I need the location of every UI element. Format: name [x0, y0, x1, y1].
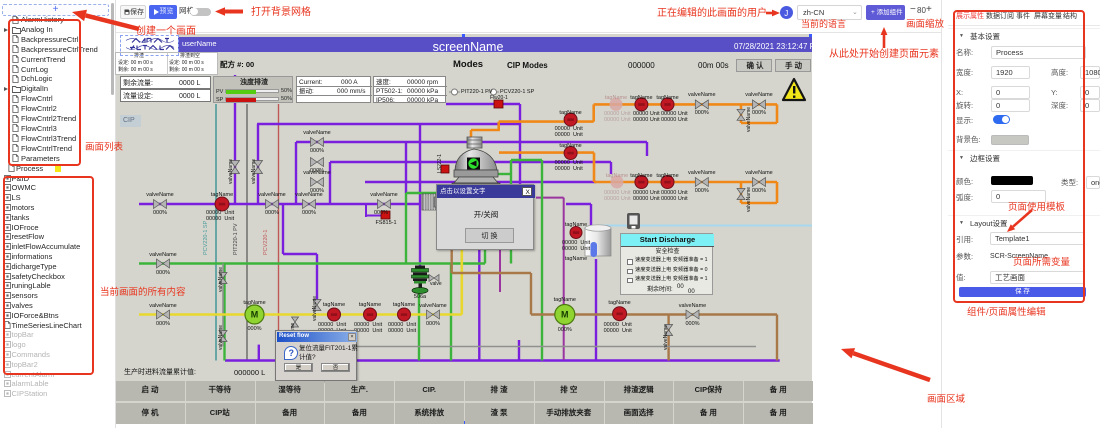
- svg-text:M: M: [251, 310, 259, 320]
- svg-text:M: M: [561, 310, 569, 320]
